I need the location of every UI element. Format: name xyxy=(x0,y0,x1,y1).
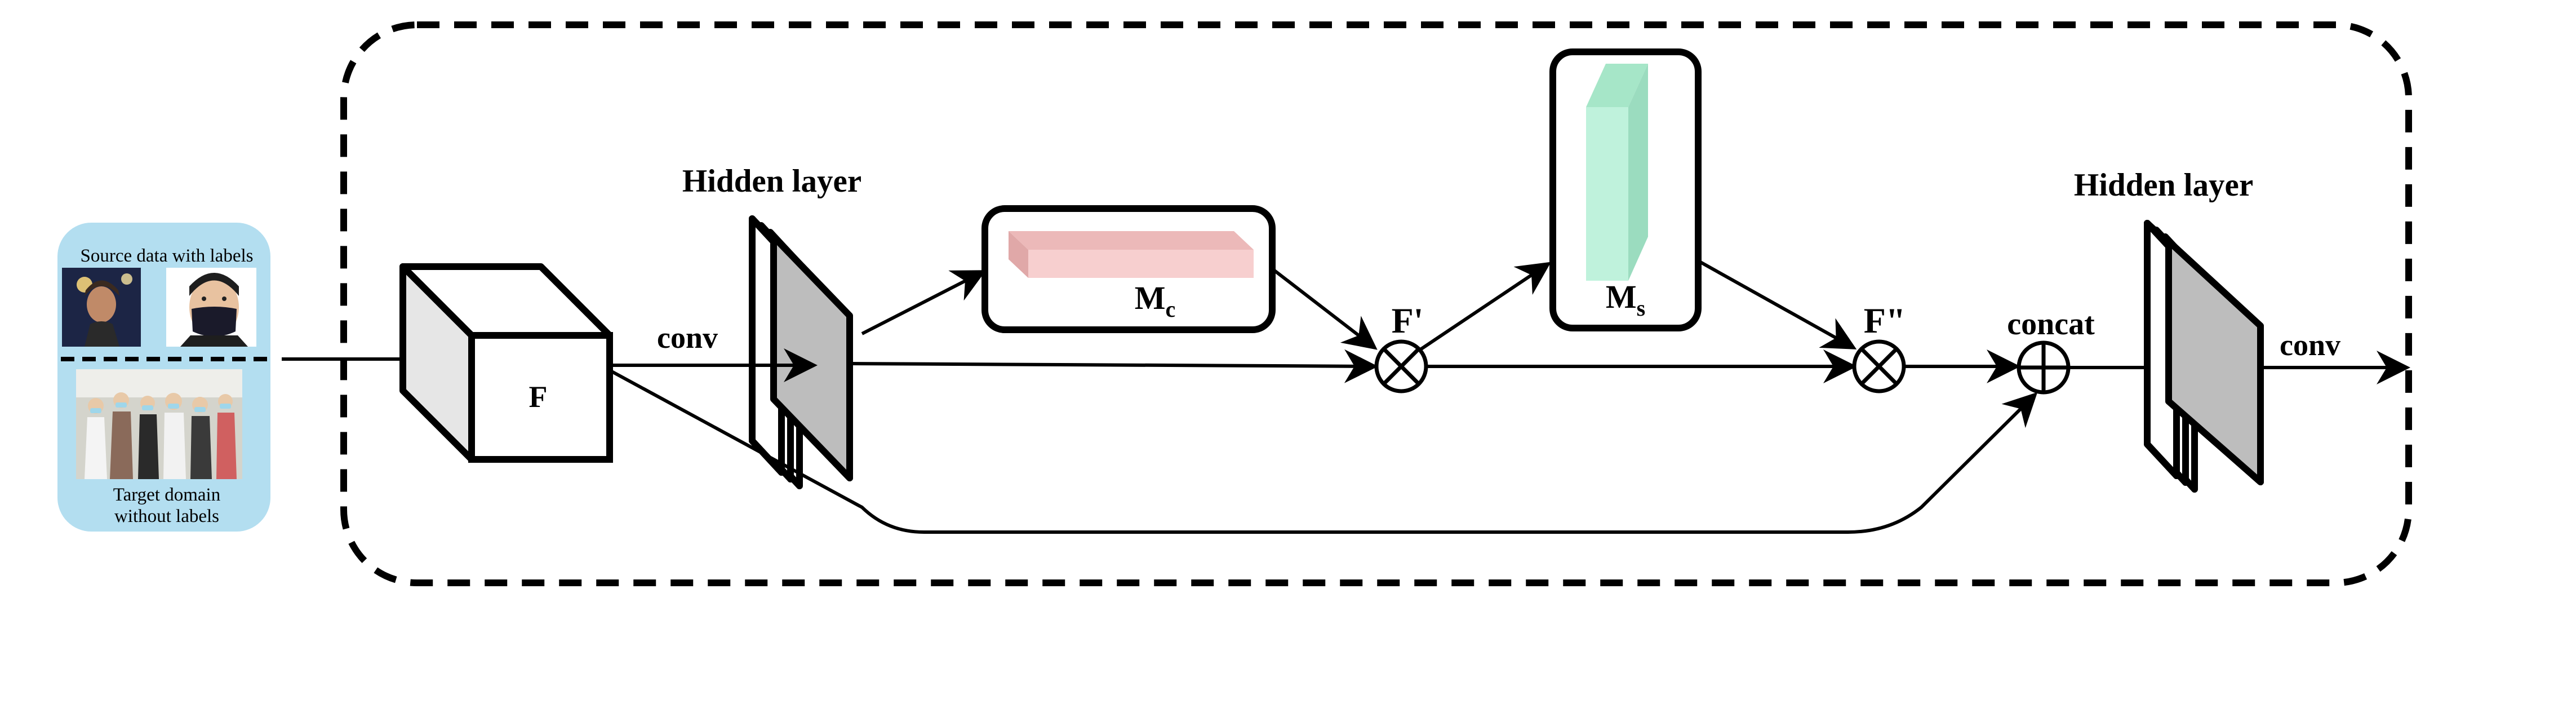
source-image-2 xyxy=(166,268,256,347)
arrow-hidden-1-to-mc xyxy=(861,270,987,335)
arrow-mc-to-multiply-1 xyxy=(1273,269,1378,350)
channel-attention-box: Mc xyxy=(981,205,1276,333)
target-domain-label-line1: Target domain xyxy=(113,485,220,505)
target-domain-label-line2: without labels xyxy=(114,506,219,526)
conv-label-1: conv xyxy=(657,321,718,355)
source-image-1 xyxy=(62,268,141,347)
f-prime-label: F' xyxy=(1392,300,1424,340)
feature-cube: F xyxy=(399,263,613,463)
ms-label: Ms xyxy=(1606,278,1645,321)
multiply-node-1 xyxy=(1374,339,1428,393)
concat-label: concat xyxy=(2007,307,2095,342)
target-image xyxy=(76,369,242,479)
multiply-node-2 xyxy=(1852,339,1906,393)
hidden-layer-2 xyxy=(2144,220,2264,493)
hidden-layer-1 xyxy=(749,215,853,489)
concat-node xyxy=(2017,340,2071,395)
mc-label: Mc xyxy=(1135,280,1176,322)
ms-label-main: M xyxy=(1606,278,1637,315)
input-panel: Source data with labels xyxy=(57,223,270,532)
hidden-layer-label-2: Hidden layer xyxy=(2074,167,2253,203)
module-boundary xyxy=(340,21,2412,586)
skip-connection-path xyxy=(609,369,2038,534)
arrow-hidden-1-to-multiply-1 xyxy=(849,349,1378,383)
spatial-attention-box: Ms xyxy=(1549,48,1702,331)
f-double-prime-label: F" xyxy=(1864,300,1906,340)
source-data-label: Source data with labels xyxy=(81,246,254,266)
mc-label-sub: c xyxy=(1165,296,1175,322)
ms-label-sub: s xyxy=(1637,295,1646,321)
feature-cube-label: F xyxy=(529,380,548,414)
conv-label-2: conv xyxy=(2280,328,2340,362)
arrow-multiply-1-to-ms xyxy=(1418,262,1551,352)
mc-label-main: M xyxy=(1135,280,1166,316)
arrow-ms-to-multiply-2 xyxy=(1699,260,1857,349)
hidden-layer-label-1: Hidden layer xyxy=(682,163,861,199)
